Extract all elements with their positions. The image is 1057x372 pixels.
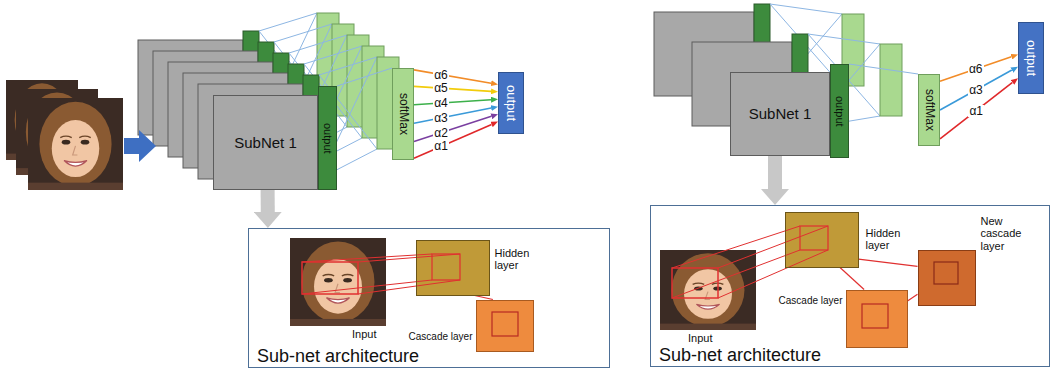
label-anchor: Hidden layer — [866, 227, 912, 252]
label-anchor: α3 — [433, 112, 449, 124]
subnet-box: SubNet 1 — [730, 72, 830, 156]
subnet-illustration-right — [800, 226, 828, 250]
output-bar: output — [830, 64, 849, 158]
weight-arrow — [414, 70, 491, 83]
output-bar: output — [318, 86, 337, 190]
subnet-illustration-right — [785, 212, 859, 268]
input-label: Input — [352, 328, 376, 341]
subnet-illustration-right — [672, 250, 800, 298]
node-label: New cascade layer — [981, 215, 1039, 253]
softmax-box: softMax — [392, 68, 414, 160]
weight-label: α1 — [433, 140, 449, 152]
subnet-illustration-left — [492, 312, 518, 336]
node-label: softMax — [396, 93, 409, 135]
weight-arrow — [414, 86, 491, 91]
node-label: output — [1024, 40, 1038, 76]
node-label: SubNet 1 — [749, 105, 812, 122]
connection-line — [849, 64, 918, 74]
cascade-layer: Cascade layer — [476, 300, 534, 352]
node-label: output — [833, 96, 845, 127]
receptive-line — [908, 294, 918, 301]
subnet-illustration-right — [846, 290, 908, 348]
softmax-box: softMax — [918, 74, 940, 146]
subnet-illustration-right — [660, 250, 756, 330]
zoom-arrow — [261, 190, 275, 212]
receptive-line — [840, 268, 864, 290]
weight-label: α3 — [968, 84, 984, 96]
receptive-line — [859, 259, 918, 266]
node-label: Hidden layer — [866, 227, 912, 252]
output-box: output — [1018, 22, 1044, 94]
weight-arrow — [940, 57, 1011, 82]
node-label: Sub-net architecture — [659, 346, 821, 364]
subnet-illustration-right — [918, 250, 976, 306]
node-label: Hidden layer — [495, 247, 541, 272]
label-anchor: α5 — [433, 82, 449, 94]
weight-label: α6 — [968, 63, 984, 75]
label-anchor: α6 — [968, 63, 984, 75]
input-arrow — [124, 130, 156, 162]
output-box: output — [498, 72, 524, 134]
subnet-illustration-right — [718, 226, 828, 268]
node-label: output — [321, 123, 333, 154]
subnet-illustration-right — [934, 262, 958, 284]
label-anchor: α4 — [433, 97, 449, 109]
label-anchor: Sub-net architecture — [659, 346, 821, 364]
connection-line — [337, 68, 392, 86]
label-anchor: α1 — [968, 105, 984, 117]
weight-label: α2 — [433, 127, 449, 139]
label-anchor: Input — [352, 328, 376, 341]
subnet-illustration-left — [290, 238, 386, 326]
face-stack — [28, 98, 123, 190]
label-anchor: α2 — [433, 127, 449, 139]
subnet-illustration-left — [358, 280, 460, 294]
label-anchor: Sub-net architecture — [257, 347, 419, 365]
label-anchor: α6 — [433, 69, 449, 81]
subnet-illustration-right — [660, 212, 976, 348]
label-anchor: Cascade layer — [779, 295, 843, 307]
hidden-layer: Hidden layer — [785, 212, 859, 268]
subnet-illustration-left — [358, 254, 460, 262]
label-anchor: α3 — [968, 84, 984, 96]
subnet-illustration-left — [416, 240, 490, 296]
node-label: SubNet 1 — [234, 134, 297, 151]
subnet-illustration-right — [862, 304, 888, 328]
subnet-inset: Hidden layerCascade layerSub-net archite… — [248, 228, 610, 368]
label-anchor: Input — [688, 332, 712, 345]
face-stack — [6, 80, 123, 190]
weight-label: α3 — [433, 112, 449, 124]
subnet-box: SubNet 1 — [213, 95, 318, 190]
subnet-illustration-left — [476, 300, 534, 352]
weight-arrow — [414, 100, 491, 105]
weight-label: α4 — [433, 97, 449, 109]
zoom-arrow — [768, 156, 782, 189]
hidden-layer: Hidden layer — [416, 240, 490, 296]
node-label: Cascade layer — [779, 295, 843, 307]
weight-label: α1 — [968, 105, 984, 117]
node-label: output — [504, 85, 518, 121]
input-label: Input — [688, 332, 712, 345]
weight-label: α5 — [433, 82, 449, 94]
subnet-illustration-left — [432, 254, 460, 280]
weight-arrow — [940, 82, 1012, 138]
cascade-layer: Cascade layer — [846, 290, 908, 348]
label-anchor: Cascade layer — [409, 331, 473, 343]
node-label: Sub-net architecture — [257, 347, 419, 365]
node-label: Cascade layer — [409, 331, 473, 343]
label-anchor: New cascade layer — [981, 215, 1039, 253]
node-label: softMax — [922, 89, 935, 131]
subnet-illustration-right — [718, 250, 828, 298]
label-anchor: α1 — [433, 140, 449, 152]
label-anchor: Hidden layer — [495, 247, 541, 272]
subnet-illustration-right — [672, 226, 800, 268]
new-cascade-layer: New cascade layer — [918, 250, 976, 306]
weight-label: α6 — [433, 69, 449, 81]
weight-arrow — [414, 124, 492, 158]
